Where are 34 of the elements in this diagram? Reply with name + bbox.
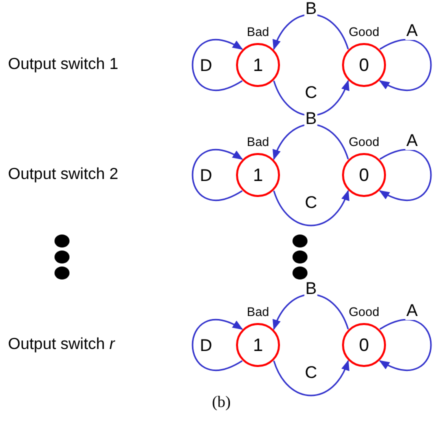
arrow [378,319,432,371]
state-label: Bad [246,305,270,319]
edge-label: A [405,22,419,40]
state-value: 0 [358,335,370,355]
arrow [273,294,349,330]
state-value: 1 [252,55,264,75]
caption: (b) [212,394,231,412]
edge-label: A [405,132,419,150]
arrow [378,149,432,201]
arrow [192,39,244,91]
arrow [273,190,349,226]
edge-label: A [405,302,419,320]
state-value: 1 [252,165,264,185]
state-label: Good [348,135,380,149]
row-label: Output switch 2 [8,166,118,184]
arrow [192,149,244,201]
state-value: 0 [358,55,370,75]
arrow [192,319,244,371]
state-value: 1 [252,335,264,355]
arrow [273,80,349,116]
arrow [273,124,349,160]
arrow [273,360,349,396]
edge-label: B [304,280,318,298]
arrow [273,14,349,50]
row-label: Output switch r [8,336,115,354]
state-label: Good [348,305,380,319]
state-label: Good [348,25,380,39]
state-label: Bad [246,135,270,149]
state-value: 0 [358,165,370,185]
edge-label: B [304,0,318,18]
edge-label: B [304,110,318,128]
arrow [378,39,432,91]
row-label: Output switch 1 [8,56,118,74]
state-label: Bad [246,25,270,39]
